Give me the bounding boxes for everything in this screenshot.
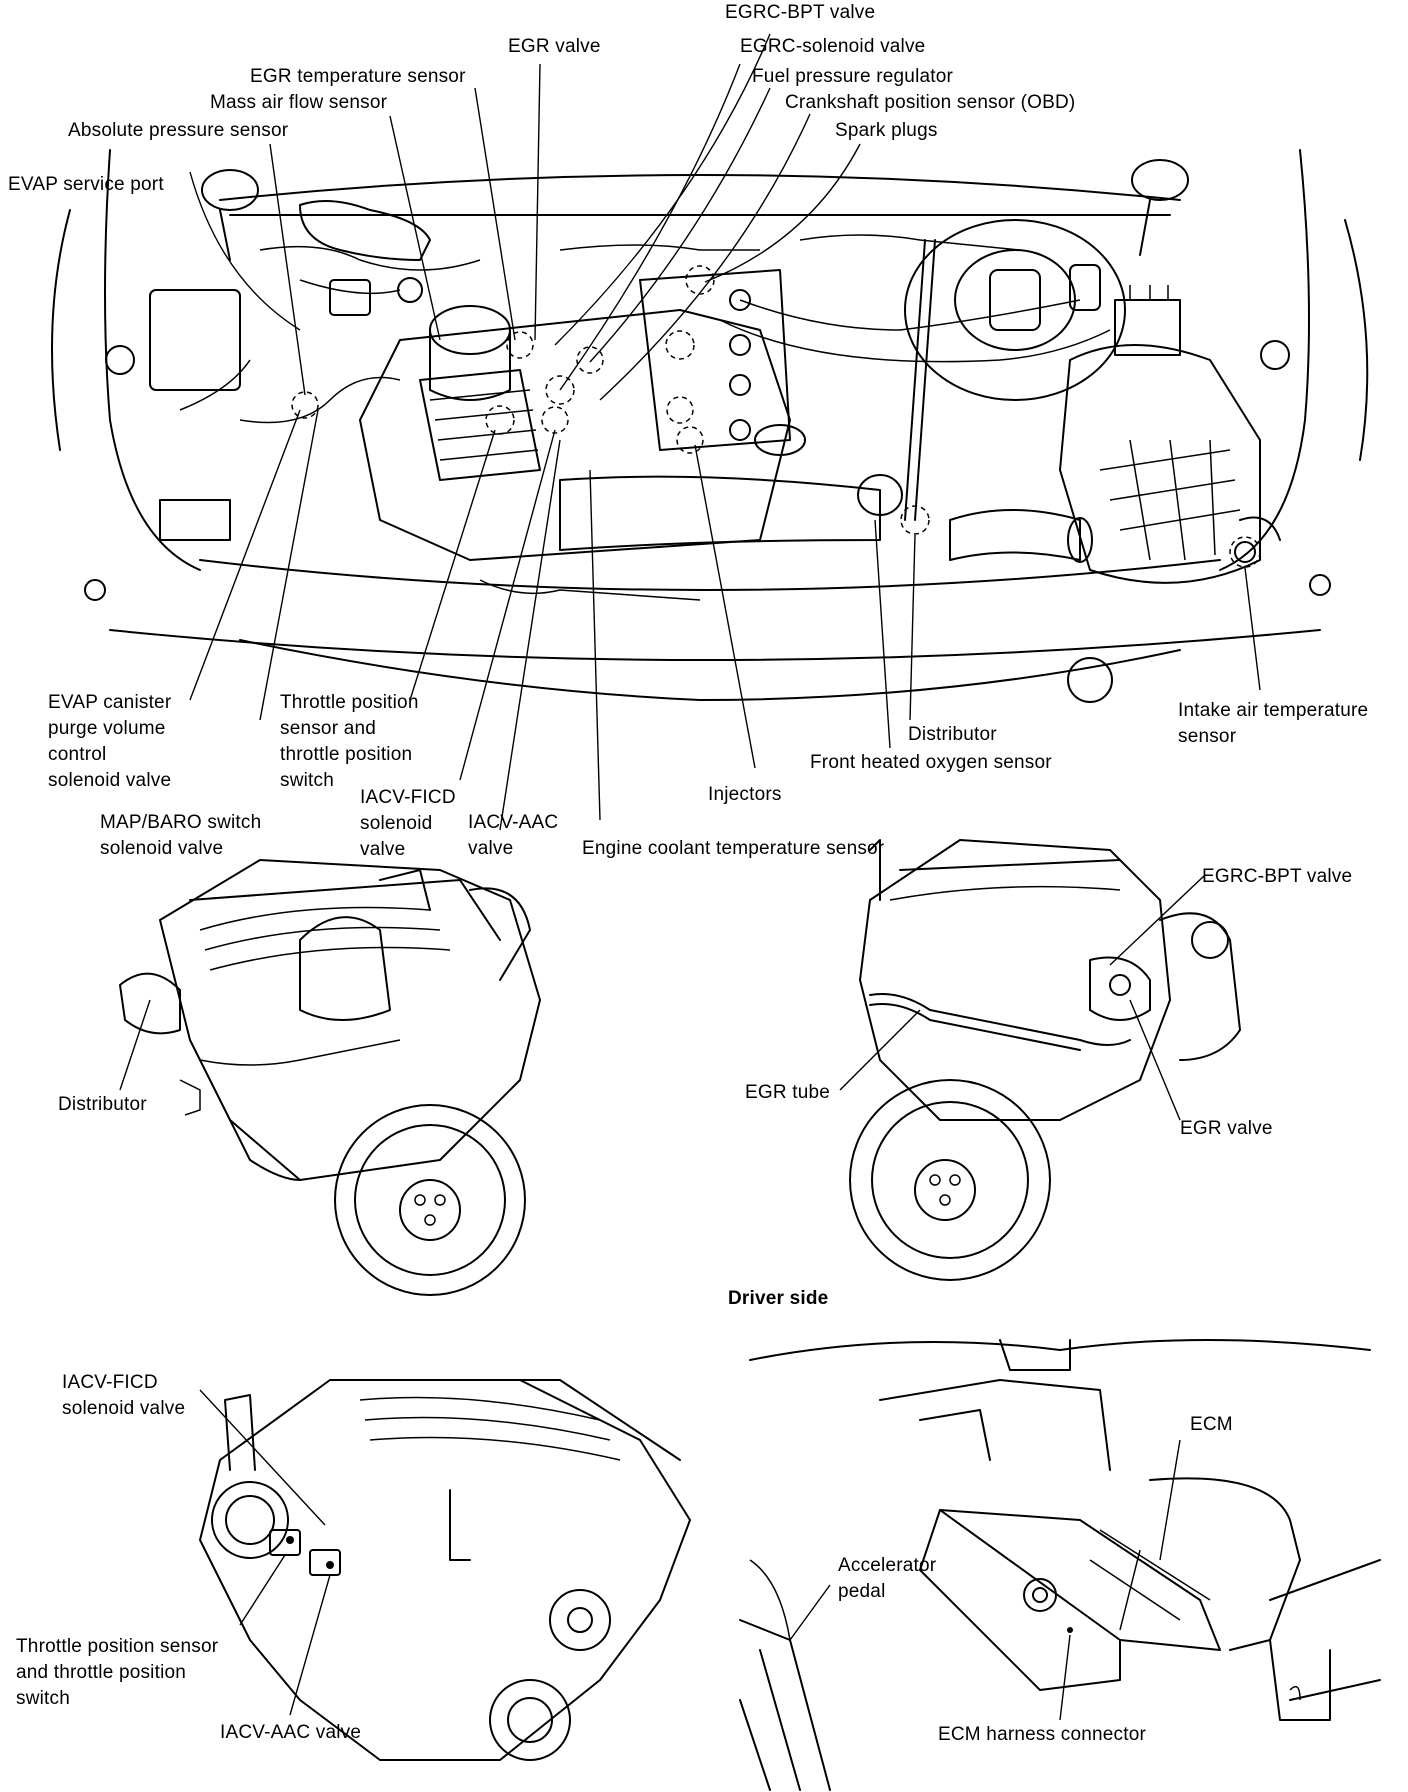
ecm-leader-lines [789,1439,1181,1721]
label-egrc-solenoid-valve: EGRC-solenoid valve [740,36,926,57]
label-iacv-ficd-main: IACV-FICD solenoid valve [360,787,456,860]
label-distributor-main: Distributor [908,724,997,745]
label-iacv-aac-main: IACV-AAC valve [468,812,559,859]
label-crankshaft-position-sensor: Crankshaft position sensor (OBD) [785,92,1076,113]
label-mass-air-flow-sensor: Mass air flow sensor [210,92,388,113]
label-iacv-aac-lower: IACV-AAC valve [220,1722,362,1743]
label-intake-air-temperature-sensor: Intake air temperature sensor [1178,700,1369,747]
lower-left-leader-lines [199,1389,331,1716]
label-map-baro-switch: MAP/BARO switch solenoid valve [100,812,262,859]
label-egr-valve: EGR valve [508,36,601,57]
right-engine-leader-lines [839,874,1206,1121]
label-ecm: ECM [1190,1414,1233,1435]
engine-bay-leader-lines [189,33,1261,831]
engine-lower-left-view [199,1379,691,1761]
label-distributor-left: Distributor [58,1094,147,1115]
ecm-location-illustration [739,1339,1381,1791]
label-throttle-position-sensor-main: Throttle position sensor and throttle po… [280,692,419,791]
label-throttle-position-sensor-lower: Throttle position sensor and throttle po… [16,1636,219,1709]
leader-distributor-left [119,999,151,1091]
label-egrc-bpt-valve-right: EGRC-BPT valve [1202,866,1353,887]
label-ecm-harness-connector: ECM harness connector [938,1724,1147,1745]
label-engine-coolant-temperature-sensor: Engine coolant temperature sensor [582,838,885,859]
label-accelerator-pedal: Accelerator pedal [838,1555,937,1602]
label-egr-temperature-sensor: EGR temperature sensor [250,66,466,87]
label-absolute-pressure-sensor: Absolute pressure sensor [68,120,289,141]
engine-right-view [849,839,1241,1281]
label-fuel-pressure-regulator: Fuel pressure regulator [752,66,954,87]
label-evap-service-port: EVAP service port [8,174,164,195]
label-egrc-bpt-valve: EGRC-BPT valve [725,2,876,23]
label-egr-tube: EGR tube [745,1082,831,1103]
label-evap-canister-purge: EVAP canister purge volume control solen… [48,692,172,791]
engine-left-view [119,859,541,1296]
label-spark-plugs: Spark plugs [835,120,938,141]
label-driver-side: Driver side [728,1288,829,1309]
label-injectors: Injectors [708,784,782,805]
label-front-heated-oxygen-sensor: Front heated oxygen sensor [810,752,1052,773]
label-egr-valve-right: EGR valve [1180,1118,1273,1139]
engine-bay-illustration [51,149,1369,703]
label-iacv-ficd-lower: IACV-FICD solenoid valve [62,1372,186,1419]
